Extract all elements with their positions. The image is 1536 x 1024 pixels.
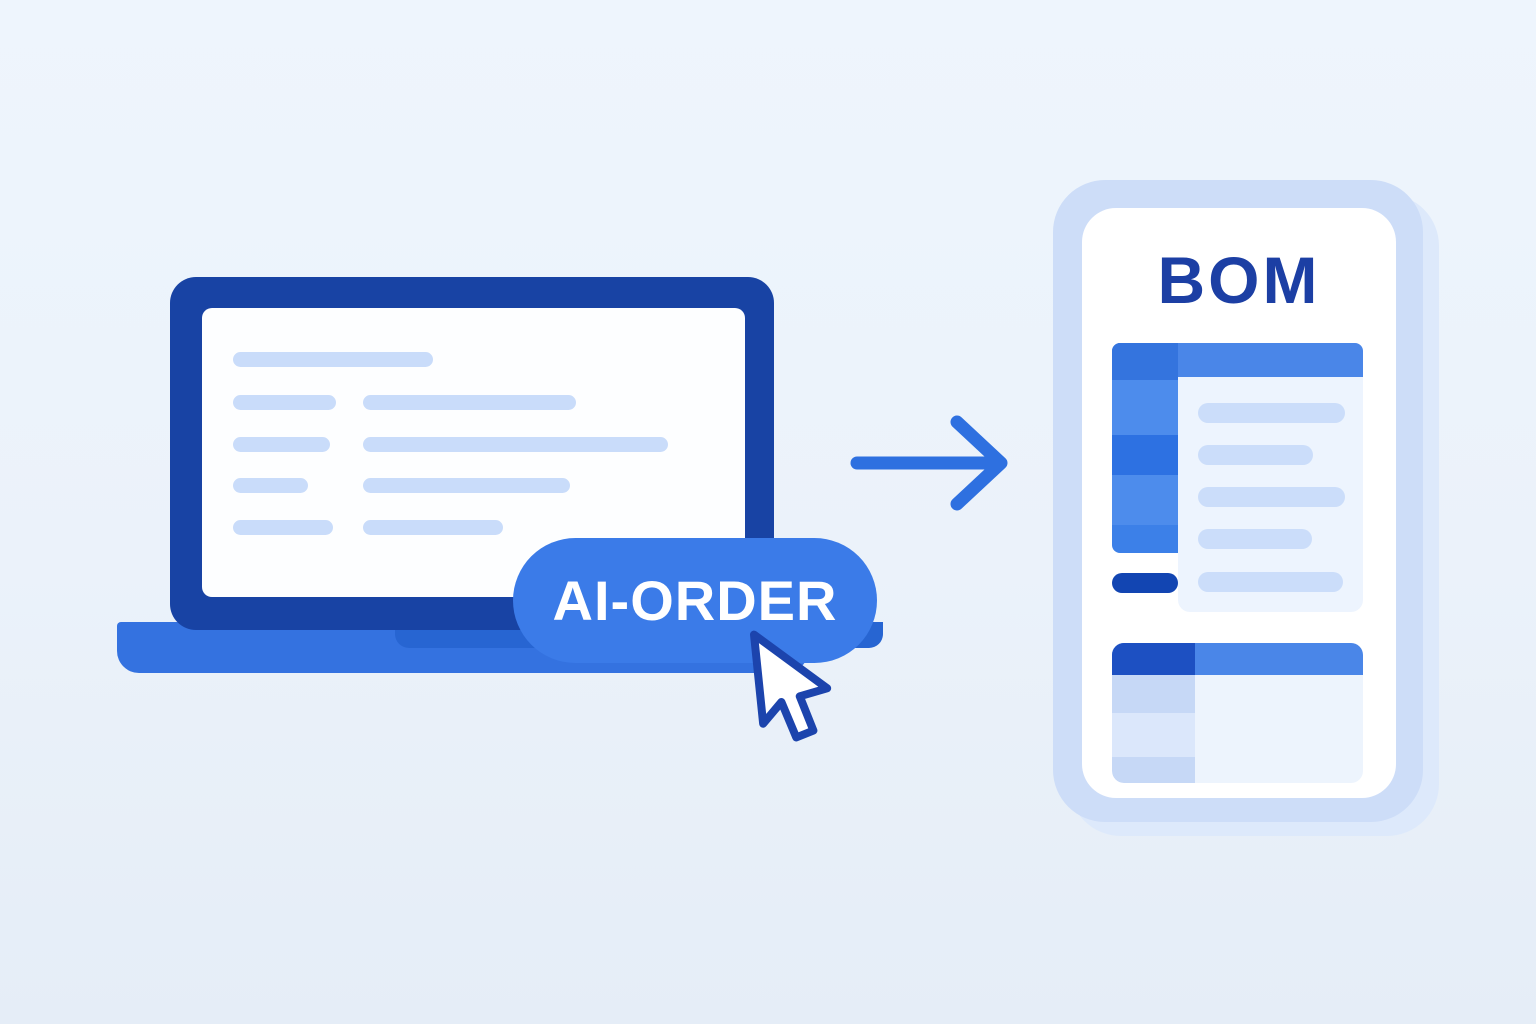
bom-table-text-line bbox=[1198, 487, 1345, 507]
screen-text-line bbox=[363, 520, 503, 535]
bom-document: BOM bbox=[1082, 208, 1396, 798]
bom-table-body bbox=[1178, 377, 1363, 612]
bom-table-text-line bbox=[1198, 529, 1312, 549]
bom-document-panel: BOM bbox=[1053, 180, 1423, 822]
bom-summary-table-header bbox=[1112, 643, 1363, 675]
ai-order-button[interactable]: AI-ORDER bbox=[513, 538, 877, 663]
screen-text-line bbox=[363, 437, 668, 452]
screen-text-line bbox=[233, 437, 330, 452]
bom-summary-header-cell bbox=[1112, 643, 1195, 675]
bom-title: BOM bbox=[1157, 243, 1321, 317]
bom-table-text-line bbox=[1198, 572, 1343, 592]
screen-text-line bbox=[233, 520, 333, 535]
bom-table-row-header-cell bbox=[1112, 380, 1178, 435]
bom-table-text-line bbox=[1198, 403, 1345, 423]
bom-table-row-header-column bbox=[1112, 343, 1178, 553]
screen-text-line bbox=[233, 478, 308, 493]
bom-summary-row-cell bbox=[1112, 713, 1195, 757]
bom-table-row-header-cell bbox=[1112, 475, 1178, 525]
screen-text-line bbox=[233, 352, 433, 367]
screen-text-line bbox=[363, 478, 570, 493]
bom-table-row-header-cell bbox=[1112, 525, 1178, 553]
ai-order-button-label: AI-ORDER bbox=[552, 569, 838, 632]
bom-summary-row-cell bbox=[1112, 675, 1195, 713]
flow-arrow-icon bbox=[850, 415, 1008, 511]
bom-table-row-header-cell bbox=[1112, 343, 1178, 380]
bom-summary-row-cell bbox=[1112, 757, 1195, 783]
screen-text-line bbox=[363, 395, 576, 410]
mouse-cursor-icon bbox=[750, 630, 832, 742]
bom-table-row-header-cell bbox=[1112, 435, 1178, 475]
screen-text-line bbox=[233, 395, 336, 410]
bom-summary-table bbox=[1112, 643, 1363, 783]
bom-table-text-line bbox=[1198, 445, 1313, 465]
bom-total-pill bbox=[1112, 573, 1178, 593]
